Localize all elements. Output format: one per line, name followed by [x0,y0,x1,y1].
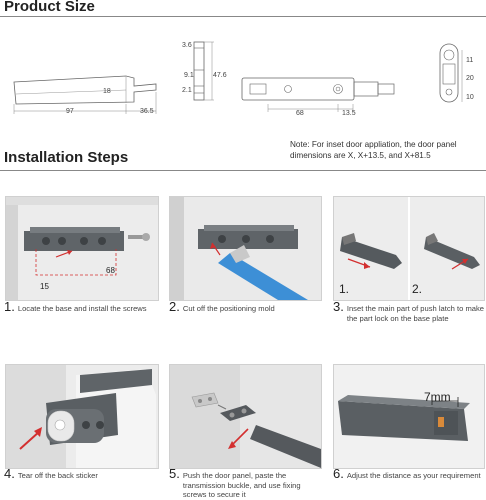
product-size-heading: Product Size [4,0,95,15]
step-1-number: 1. [4,299,15,314]
step-3-photo [333,196,485,301]
installation-steps-divider [0,170,486,171]
step-6-text: Adjust the distance as your requirement [346,471,481,480]
dim-side-tip: 36.5 [140,108,154,115]
side-view-drawing [13,75,157,114]
step-3-number: 3. [333,299,344,314]
dim-profile-bottom: 2.1 [182,87,192,94]
step-1-text: Locate the base and install the screws [17,304,147,313]
step-6-photo [333,364,485,469]
step-1-photo [5,196,159,301]
dim-end-11: 11 [466,57,474,64]
step-3-sublabel-2: 2. [412,282,423,296]
end-view-drawing [439,43,463,103]
dim-top-length: 68 [296,110,304,117]
step-5-photo [169,364,322,469]
inset-door-note: Note: For inset door appliation, the doo… [290,140,457,160]
installation-steps-heading: Installation Steps [4,149,129,166]
dim-profile-top: 3.6 [182,42,192,49]
step-4-photo [5,364,159,469]
dim-end-10: 10 [466,94,474,101]
dim-side-length: 97 [66,108,74,115]
step-4-caption: 4. Tear off the back sticker [4,466,154,481]
dim-top-tip: 13.5 [342,110,356,117]
step-3-caption: 3. Inset the main part of push latch to … [333,299,485,323]
step-5-number: 5. [169,466,180,481]
step-4-number: 4. [4,466,15,481]
step-3-sublabel-1: 1. [339,282,350,296]
step-2-caption: 2. Cut off the positioning mold [169,299,319,314]
step-2-number: 2. [169,299,180,314]
step-2-text: Cut off the positioning mold [182,304,275,313]
product-size-divider [0,16,486,17]
dim-end-20: 20 [466,75,474,82]
step-3-text: Inset the main part of push latch to mak… [346,304,485,323]
step-5-text: Push the door panel, paste the transmiss… [182,471,301,499]
step-2-photo [169,196,322,301]
dim-profile-mid: 9.1 [184,72,194,79]
step-6-caption: 6. Adjust the distance as your requireme… [333,466,483,481]
step-1-label-68: 68 [106,266,115,275]
top-view-drawing [241,77,395,112]
step-4-text: Tear off the back sticker [17,471,98,480]
dim-side-height: 18 [103,88,111,95]
step-1-caption: 1. Locate the base and install the screw… [4,299,154,314]
step-5-caption: 5. Push the door panel, paste the transm… [169,466,321,500]
profile-view-drawing [193,41,214,101]
step-6-measure-label: 7mm [424,390,451,404]
step-6-number: 6. [333,466,344,481]
dim-profile-height: 47.6 [213,72,227,79]
step-1-label-15: 15 [40,282,49,291]
